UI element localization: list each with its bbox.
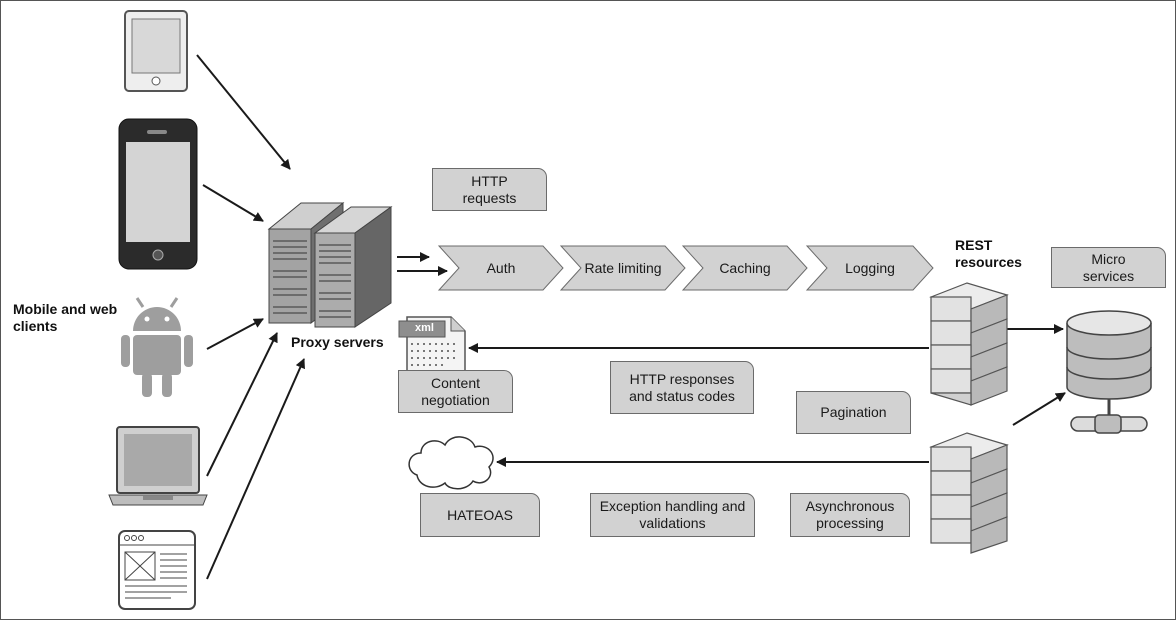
chevron-logging	[805, 245, 934, 291]
pagination-box: Pagination	[796, 391, 911, 434]
web-browser-icon	[118, 530, 196, 610]
android-arrow	[206, 318, 264, 350]
clients-label: Mobile and web clients	[13, 301, 118, 334]
laptop-icon	[108, 426, 208, 506]
pipeline-stage-rate-limiting: Rate limiting	[584, 260, 662, 276]
rest-resource-stack-icon	[929, 282, 1009, 406]
http-requests-box: HTTP requests	[432, 168, 547, 211]
pipeline-stage-auth: Auth	[486, 260, 516, 276]
rest-resources-label: REST resources	[955, 237, 1022, 270]
pipeline-stage-logging: Logging	[845, 260, 895, 276]
android-icon	[121, 297, 193, 397]
chevron-rate-limiting	[559, 245, 686, 291]
xml-document-icon	[398, 316, 466, 374]
async-processing-box: Asynchronous processing	[790, 493, 910, 537]
phone-arrow	[202, 184, 264, 222]
pipeline-chevrons	[437, 245, 934, 291]
xml-label: xml	[415, 322, 434, 334]
tablet-icon	[124, 10, 188, 92]
browser-arrow	[206, 358, 305, 580]
response-arrows	[468, 324, 1066, 467]
proxy-arrows	[397, 252, 448, 276]
smartphone-icon	[118, 118, 198, 270]
exception-handling-box: Exception handling and validations	[590, 493, 755, 537]
content-negotiation-box: Content negotiation	[398, 370, 513, 413]
rest-resource-stack-bottom-icon	[929, 432, 1009, 554]
http-responses-box: HTTP responses and status codes	[610, 361, 754, 414]
hateoas-box: HATEOAS	[420, 493, 540, 537]
server-rack-icon	[267, 201, 393, 328]
laptop-arrow	[206, 332, 278, 477]
micro-services-box: Micro services	[1051, 247, 1166, 288]
client-arrows	[196, 54, 305, 580]
proxy-servers-label: Proxy servers	[291, 334, 384, 350]
database-icon	[1066, 310, 1152, 434]
tablet-arrow	[196, 54, 291, 170]
chevron-auth	[437, 245, 564, 291]
cloud-icon	[408, 436, 494, 490]
chevron-caching	[681, 245, 808, 291]
pipeline-stage-caching: Caching	[719, 260, 771, 276]
